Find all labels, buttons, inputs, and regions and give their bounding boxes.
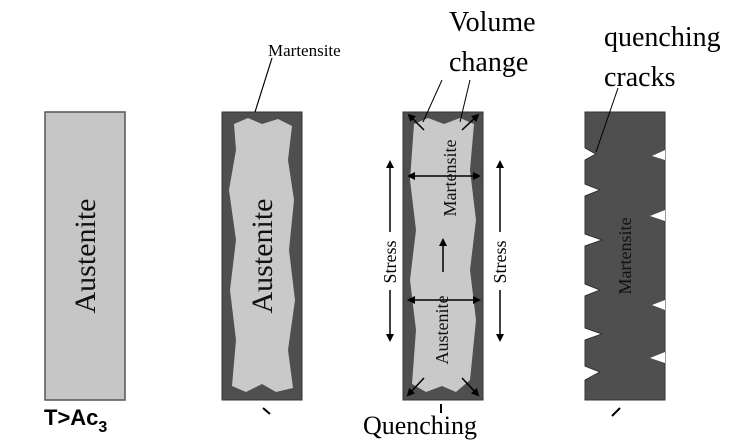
stage-martensite-shell: Austenite Martensite bbox=[221, 41, 341, 415]
expansion-arrows bbox=[406, 113, 481, 397]
quenching-cracks-line2: cracks bbox=[604, 62, 676, 93]
martensite-label: Martensite bbox=[440, 140, 460, 217]
quenching-cracks-line1: quenching bbox=[604, 22, 721, 53]
martensite-label: Martensite bbox=[615, 218, 635, 295]
stress-label-right: Stress bbox=[490, 240, 510, 283]
surface-cracks bbox=[650, 150, 665, 363]
martensite-pointer bbox=[254, 57, 273, 113]
volume-change-line1: Volume bbox=[449, 7, 536, 38]
austenite-core bbox=[229, 118, 295, 392]
austenite-label: Austenite bbox=[69, 199, 102, 314]
austenite-label: Austenite bbox=[246, 199, 279, 314]
volume-change-line2: change bbox=[449, 47, 528, 78]
volume-pointer bbox=[422, 79, 443, 123]
arrow-tick bbox=[611, 407, 621, 417]
martensite-bar-cracked bbox=[584, 111, 666, 401]
crack-pointer bbox=[595, 87, 619, 153]
label-bg bbox=[382, 232, 398, 288]
stage-quenching-cracks: Martensite quenching cracks bbox=[584, 22, 721, 417]
stage-volume-change: Martensite Austenite Stress Stress Volum… bbox=[380, 7, 536, 413]
label-bg bbox=[492, 232, 508, 288]
arrow-tick bbox=[262, 407, 271, 415]
austenite-bar bbox=[44, 111, 126, 401]
stage-austenite: Austenite T>Ac3 bbox=[44, 111, 126, 436]
stress-label-left: Stress bbox=[380, 240, 400, 283]
austenite-label: Austenite bbox=[432, 296, 452, 365]
martensite-callout: Martensite bbox=[268, 41, 341, 60]
quenching-caption: Quenching bbox=[363, 411, 477, 440]
stress-arrows bbox=[386, 160, 504, 342]
volume-pointer bbox=[459, 79, 471, 123]
temperature-label: T>Ac3 bbox=[44, 405, 107, 436]
